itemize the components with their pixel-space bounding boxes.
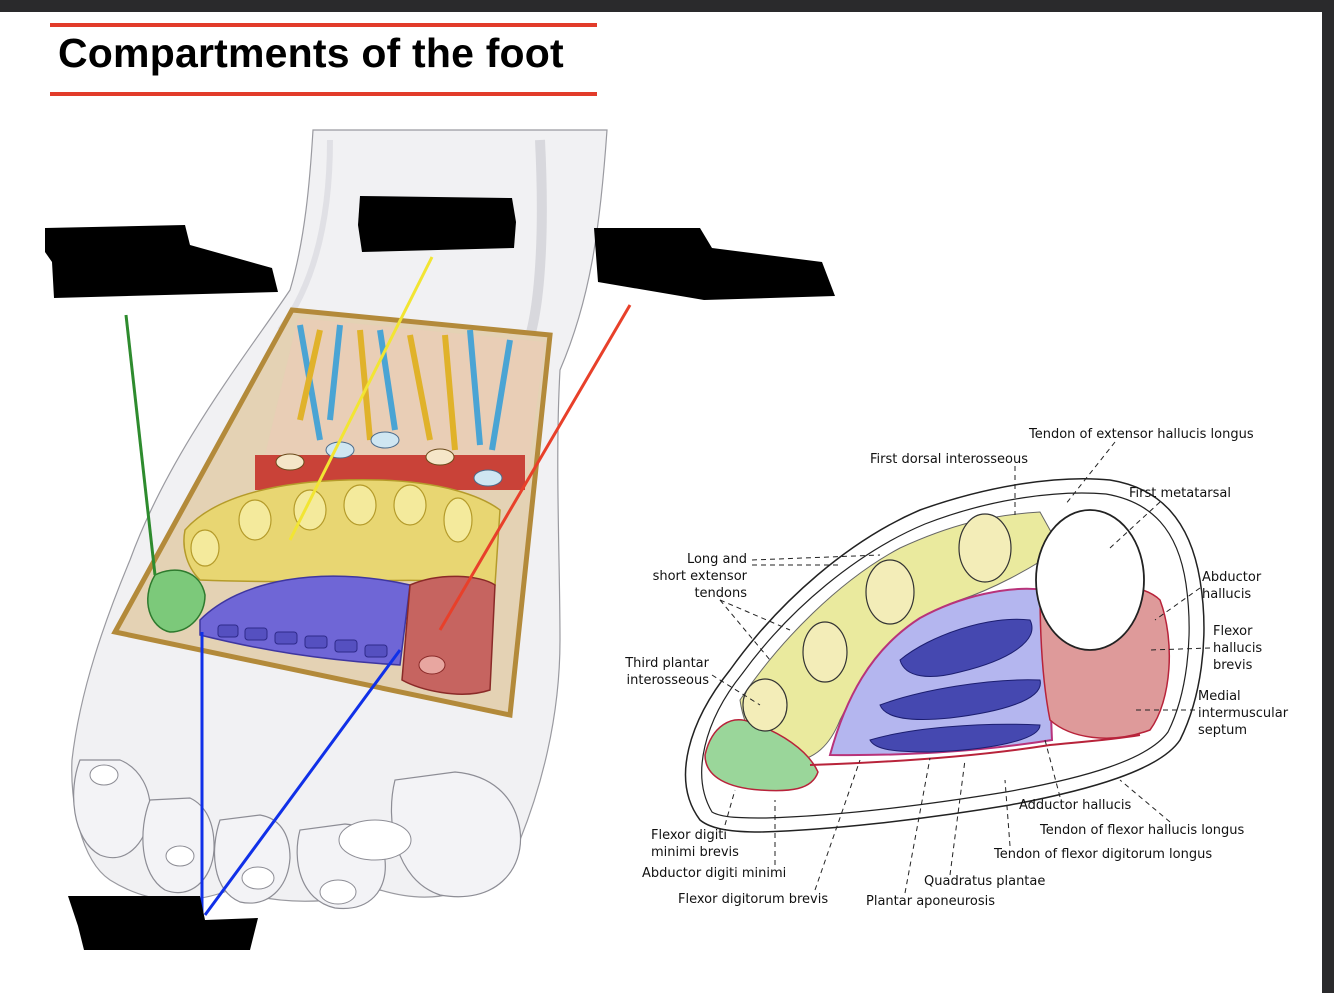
- label-flexor-hallucis-brevis-2: hallucis: [1213, 640, 1262, 657]
- label-flexor-digitorum-brevis: Flexor digitorum brevis: [678, 891, 828, 908]
- redaction-central: [68, 896, 258, 950]
- label-flexor-digiti-minimi-2: minimi brevis: [651, 844, 739, 861]
- first-metatarsal-bone: [1036, 510, 1144, 650]
- label-flexor-hallucis-brevis-1: Flexor: [1213, 623, 1252, 640]
- redaction-lateral: [45, 225, 278, 298]
- label-flexor-digiti-minimi-1: Flexor digiti: [651, 827, 727, 844]
- label-medial-septum-2: intermuscular: [1198, 705, 1288, 722]
- redaction-interosseous: [358, 196, 516, 252]
- label-first-dorsal-interosseous: First dorsal interosseous: [870, 451, 1028, 468]
- redaction-medial: [594, 228, 835, 300]
- label-first-metatarsal: First metatarsal: [1129, 485, 1231, 502]
- label-abductor-digiti-minimi: Abductor digiti minimi: [642, 865, 786, 882]
- label-adductor-hallucis: Adductor hallucis: [1019, 797, 1131, 814]
- label-third-plantar-1: Third plantar: [610, 655, 709, 672]
- label-abductor-hallucis-1: Abductor: [1202, 569, 1261, 586]
- medial-compartment: [402, 576, 495, 694]
- label-long-short-extensor-3: tendons: [650, 585, 747, 602]
- label-medial-septum-3: septum: [1198, 722, 1247, 739]
- label-flexor-hallucis-brevis-3: brevis: [1213, 657, 1252, 674]
- label-third-plantar-2: interosseous: [610, 672, 709, 689]
- label-medial-septum-1: Medial: [1198, 688, 1241, 705]
- label-quadratus-plantae: Quadratus plantae: [924, 873, 1045, 890]
- label-tendon-flexor-hallucis-longus: Tendon of flexor hallucis longus: [1040, 822, 1244, 839]
- label-abductor-hallucis-2: hallucis: [1202, 586, 1251, 603]
- label-long-short-extensor-2: short extensor: [650, 568, 747, 585]
- label-plantar-aponeurosis: Plantar aponeurosis: [866, 893, 995, 910]
- label-tendon-extensor-hallucis-longus: Tendon of extensor hallucis longus: [1029, 426, 1254, 443]
- label-long-short-extensor-1: Long and: [650, 551, 747, 568]
- label-tendon-flexor-digitorum-longus: Tendon of flexor digitorum longus: [994, 846, 1212, 863]
- cross-section-diagram: [686, 479, 1204, 832]
